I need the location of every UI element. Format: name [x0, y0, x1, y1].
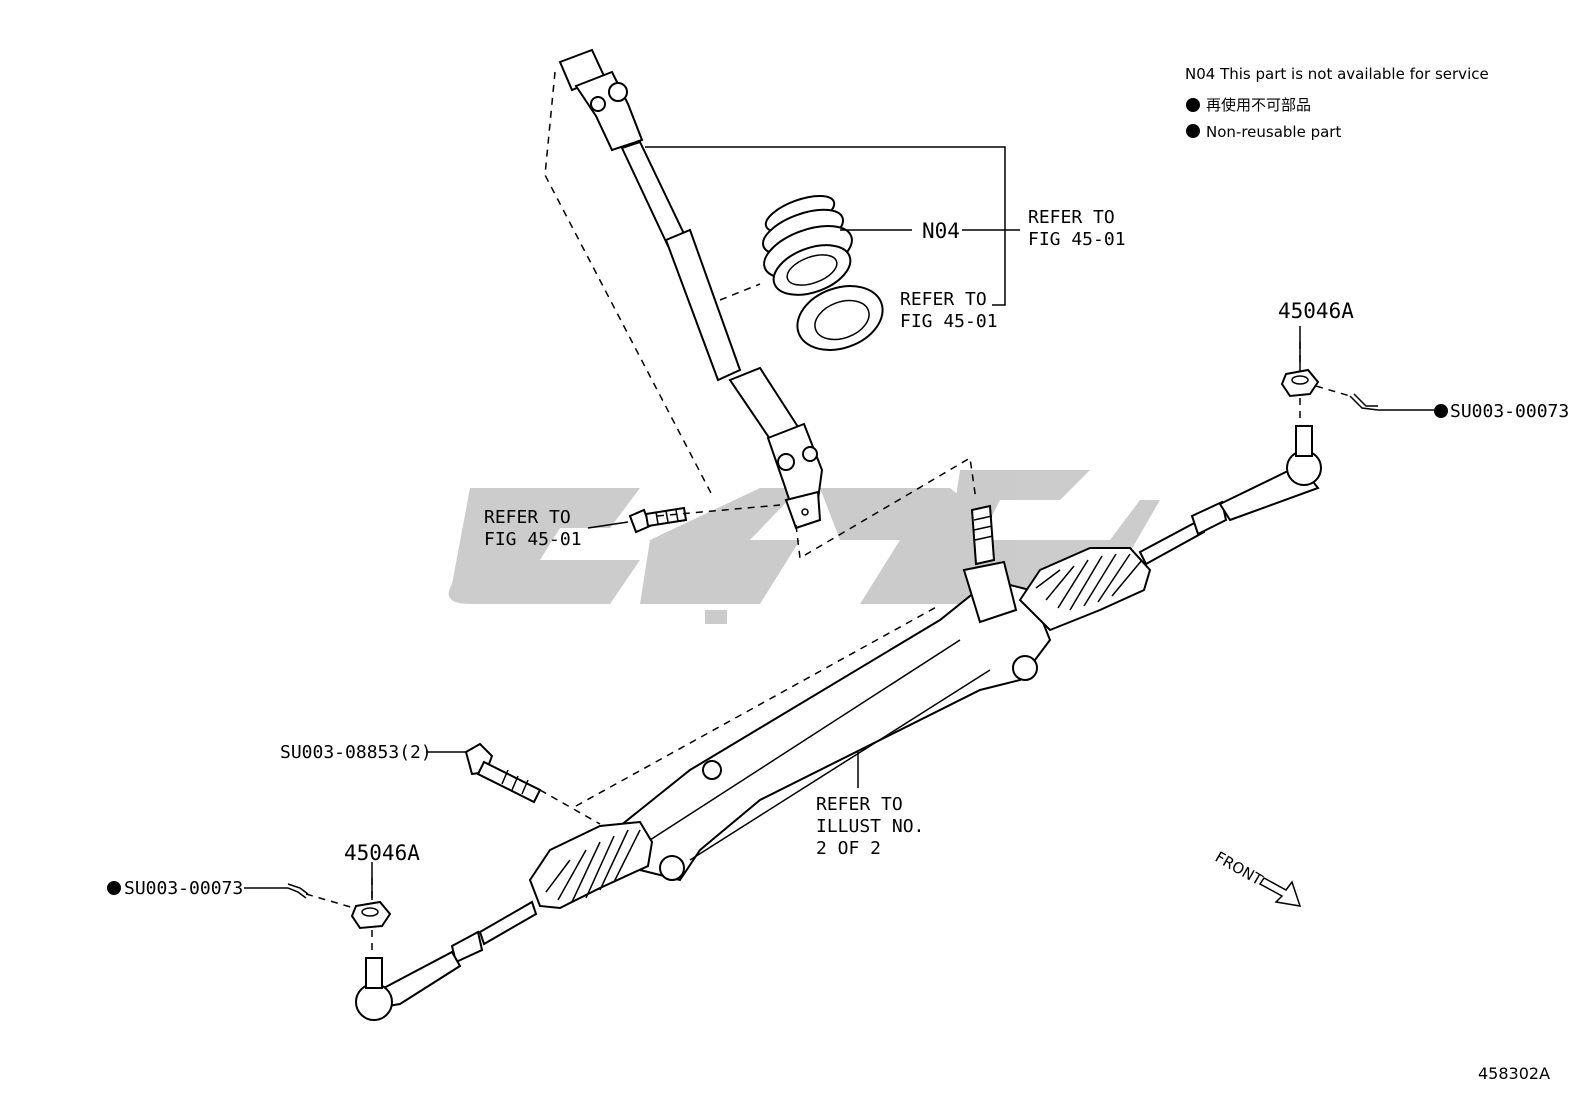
mounting-bolt — [464, 742, 542, 804]
part-number-nut-right: 45046A — [1278, 299, 1354, 323]
part-number-bolt: SU003-08853(2) — [280, 742, 432, 763]
dust-boot-cover — [762, 194, 853, 296]
legend-en-text: Non-reusable part — [1206, 123, 1341, 141]
front-arrow-icon — [1258, 877, 1302, 907]
legend-bullet-en — [1186, 124, 1200, 138]
legend-bullet-jp — [1186, 98, 1200, 112]
cotter-pin-right — [1349, 393, 1379, 411]
diagram-id: 458302A — [1478, 1064, 1550, 1083]
non-reusable-bullet-left — [107, 881, 121, 895]
n04-label: N04 — [922, 219, 960, 243]
rack-boot-right — [1018, 547, 1152, 632]
illust-ref-line3: 2 OF 2 — [816, 838, 881, 859]
shaft-bolt — [628, 506, 688, 534]
leader-lines — [244, 146, 1434, 900]
part-number-cotter-right: SU003-00073 — [1450, 401, 1569, 422]
front-direction-indicator: FRONT — [1212, 848, 1302, 907]
refer-to-label-seal: REFER TO — [900, 289, 987, 310]
part-number-nut-left: 45046A — [344, 841, 420, 865]
seal-ring — [796, 285, 884, 351]
tie-rod-left — [355, 900, 538, 1021]
legend-n04-note: N04 This part is not available for servi… — [1185, 65, 1489, 83]
tie-rod-right — [1138, 425, 1322, 566]
castle-nut-right — [1280, 368, 1320, 398]
cotter-pin-left — [287, 883, 309, 899]
steering-intermediate-shaft — [558, 48, 824, 530]
refer-to-label-top: REFER TO — [1028, 207, 1115, 228]
refer-to-label-bolt: REFER TO — [484, 507, 571, 528]
steering-rack-housing — [618, 504, 1052, 882]
castle-nut-left — [350, 900, 392, 930]
illust-ref-line2: ILLUST NO. — [816, 816, 924, 837]
fig-label-top: FIG 45-01 — [1028, 229, 1126, 250]
non-reusable-bullet-right — [1434, 404, 1448, 418]
illust-ref-line1: REFER TO — [816, 794, 903, 815]
fig-label-bolt: FIG 45-01 — [484, 529, 582, 550]
assembly-dashed-lines — [305, 71, 1351, 956]
part-number-cotter-left: SU003-00073 — [124, 878, 243, 899]
front-label: FRONT — [1212, 848, 1266, 890]
rack-boot-left — [528, 820, 654, 910]
legend-jp-text: 再使用不可部品 — [1206, 96, 1311, 114]
fig-label-seal: FIG 45-01 — [900, 311, 998, 332]
